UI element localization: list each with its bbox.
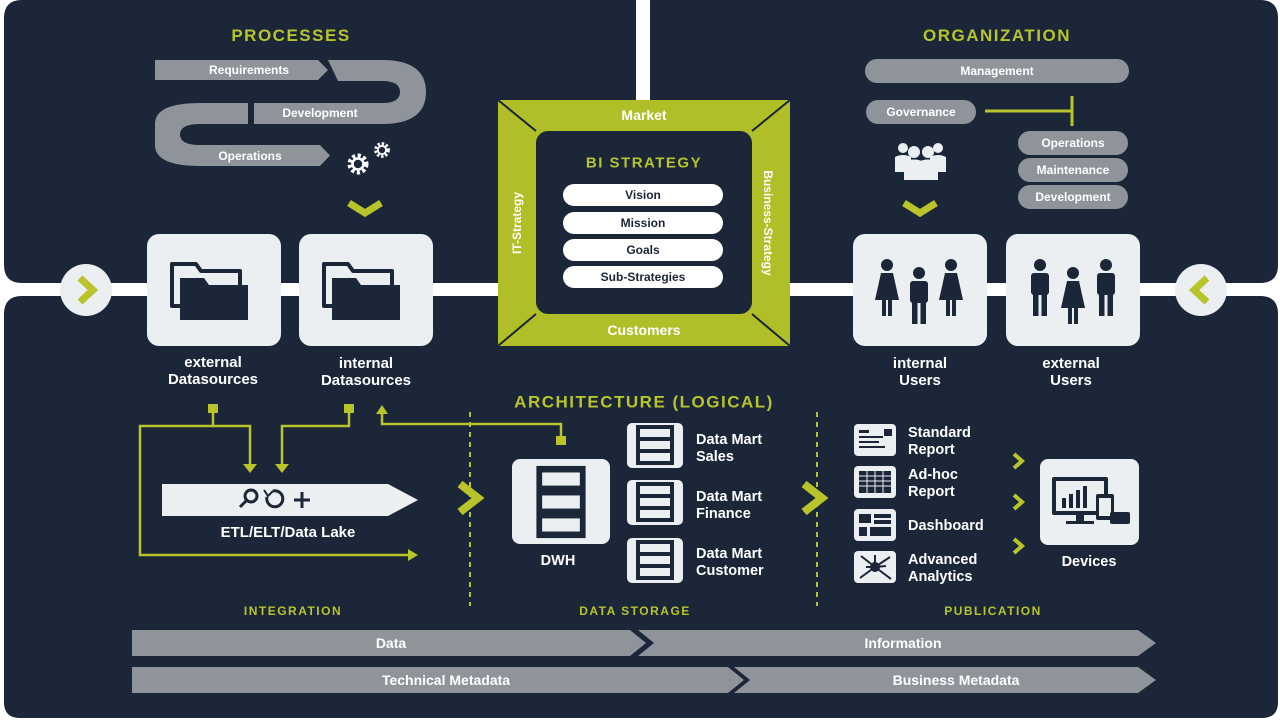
vision-label: Vision [625, 188, 661, 202]
mission-label: Mission [620, 216, 666, 230]
sub-strategies-label: Sub-Strategies [600, 270, 686, 284]
maintenance-pill [1018, 158, 1128, 182]
organization-title: ORGANIZATION [922, 26, 1072, 45]
governance-line [985, 96, 1074, 126]
chevron-right-icon [77, 275, 99, 305]
team-icon [895, 143, 946, 180]
chevron-down-icon [902, 200, 938, 218]
sub-strategies-pill [563, 266, 723, 288]
chevron-right-icon [1012, 493, 1026, 511]
standard-report-label: Standard Report [908, 425, 971, 458]
maintenance-label: Maintenance [1036, 163, 1110, 177]
devices-icon [1052, 477, 1130, 524]
chevron-right-icon [1012, 452, 1026, 470]
mission-pill [563, 212, 723, 234]
process-step-requirements: Requirements [208, 63, 290, 77]
chevron-down-icon [347, 200, 383, 218]
right-arrow-circle [1175, 264, 1227, 316]
operations-label: Operations [1041, 136, 1105, 150]
technical-metadata-bar-label: Technical Metadata [381, 672, 511, 688]
development-label: Development [1035, 190, 1111, 204]
processes-title: PROCESSES [231, 26, 351, 45]
advanced-analytics-label: Advanced Analytics [908, 552, 978, 585]
chevron-right-icon [457, 480, 485, 516]
business-metadata-bar [734, 667, 1156, 693]
data-mart-customer-label: Data Mart Customer [696, 546, 764, 579]
architecture-title: ARCHITECTURE (LOGICAL) [514, 392, 774, 412]
goals-pill [563, 239, 723, 261]
governance-pill [866, 100, 976, 124]
it-strategy-label: IT-Strategy [510, 191, 524, 255]
data-bar [132, 630, 646, 656]
external-users-label: external Users [1042, 355, 1100, 389]
integration-lines [138, 409, 563, 557]
left-arrow-circle [60, 264, 112, 316]
development-pill [1018, 185, 1128, 209]
external-datasources-label: external Datasources [167, 354, 259, 388]
operations-pill [1018, 131, 1128, 155]
bi-strategy-title: BI STRATEGY [585, 154, 703, 172]
etl-shape [162, 484, 418, 516]
chevron-left-icon [1188, 275, 1210, 305]
vision-pill [563, 184, 723, 206]
internal-datasources-label: internal Datasources [320, 355, 412, 389]
information-bar-label: Information [864, 635, 942, 651]
business-strategy-label: Business-Strategy [761, 170, 775, 276]
standard-report-icon [854, 424, 896, 456]
devices-label: Devices [1061, 554, 1117, 570]
dashboard-label: Dashboard [908, 518, 984, 534]
chevron-right-icon [801, 480, 829, 516]
integration-line-ends [208, 404, 566, 561]
chevron-right-icon [1012, 537, 1026, 555]
dashboard-icon [854, 509, 896, 541]
data-bar-label: Data [375, 635, 407, 651]
publication-title: PUBLICATION [944, 604, 1042, 618]
dwh-label: DWH [540, 553, 576, 569]
integration-title: INTEGRATION [243, 604, 343, 618]
etl-icons [238, 488, 310, 509]
information-bar [638, 630, 1156, 656]
customers-label: Customers [607, 322, 681, 338]
market-label: Market [621, 107, 667, 123]
process-step-operations: Operations [218, 149, 282, 163]
process-flow [155, 60, 426, 172]
technical-metadata-bar [132, 667, 744, 693]
governance-label: Governance [886, 105, 956, 119]
data-mart-sales-label: Data Mart Sales [696, 432, 763, 465]
management-label: Management [960, 64, 1034, 78]
adhoc-report-label: Ad-hoc Report [908, 467, 958, 500]
goals-label: Goals [626, 243, 660, 257]
process-step-development: Development [282, 106, 358, 120]
business-metadata-bar-label: Business Metadata [892, 672, 1020, 688]
data-mart-finance-label: Data Mart Finance [696, 489, 763, 522]
internal-users-label: internal Users [892, 355, 948, 389]
management-pill [865, 59, 1129, 83]
etl-label: ETL/ELT/Data Lake [220, 524, 356, 541]
data-storage-title: DATA STORAGE [579, 604, 691, 618]
